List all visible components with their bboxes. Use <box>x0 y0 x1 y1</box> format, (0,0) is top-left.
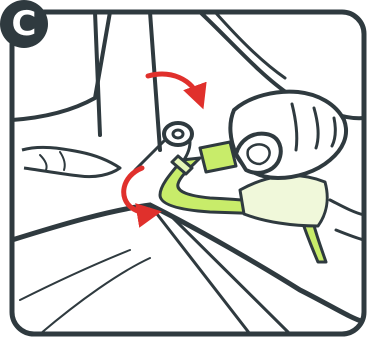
right-hand-thumb <box>236 134 281 173</box>
step-badge: C <box>0 0 48 48</box>
scene <box>12 12 364 334</box>
clip-tag <box>240 176 327 226</box>
seat-edge-right <box>330 200 364 240</box>
left-hand-outline <box>22 147 120 176</box>
seat-cushion-inner <box>215 12 285 78</box>
fabric-fold-lower-2 <box>20 250 150 334</box>
step-letter: C <box>12 4 37 44</box>
hook-clip-connector <box>200 142 236 172</box>
anchor-ring-hole <box>173 130 183 138</box>
